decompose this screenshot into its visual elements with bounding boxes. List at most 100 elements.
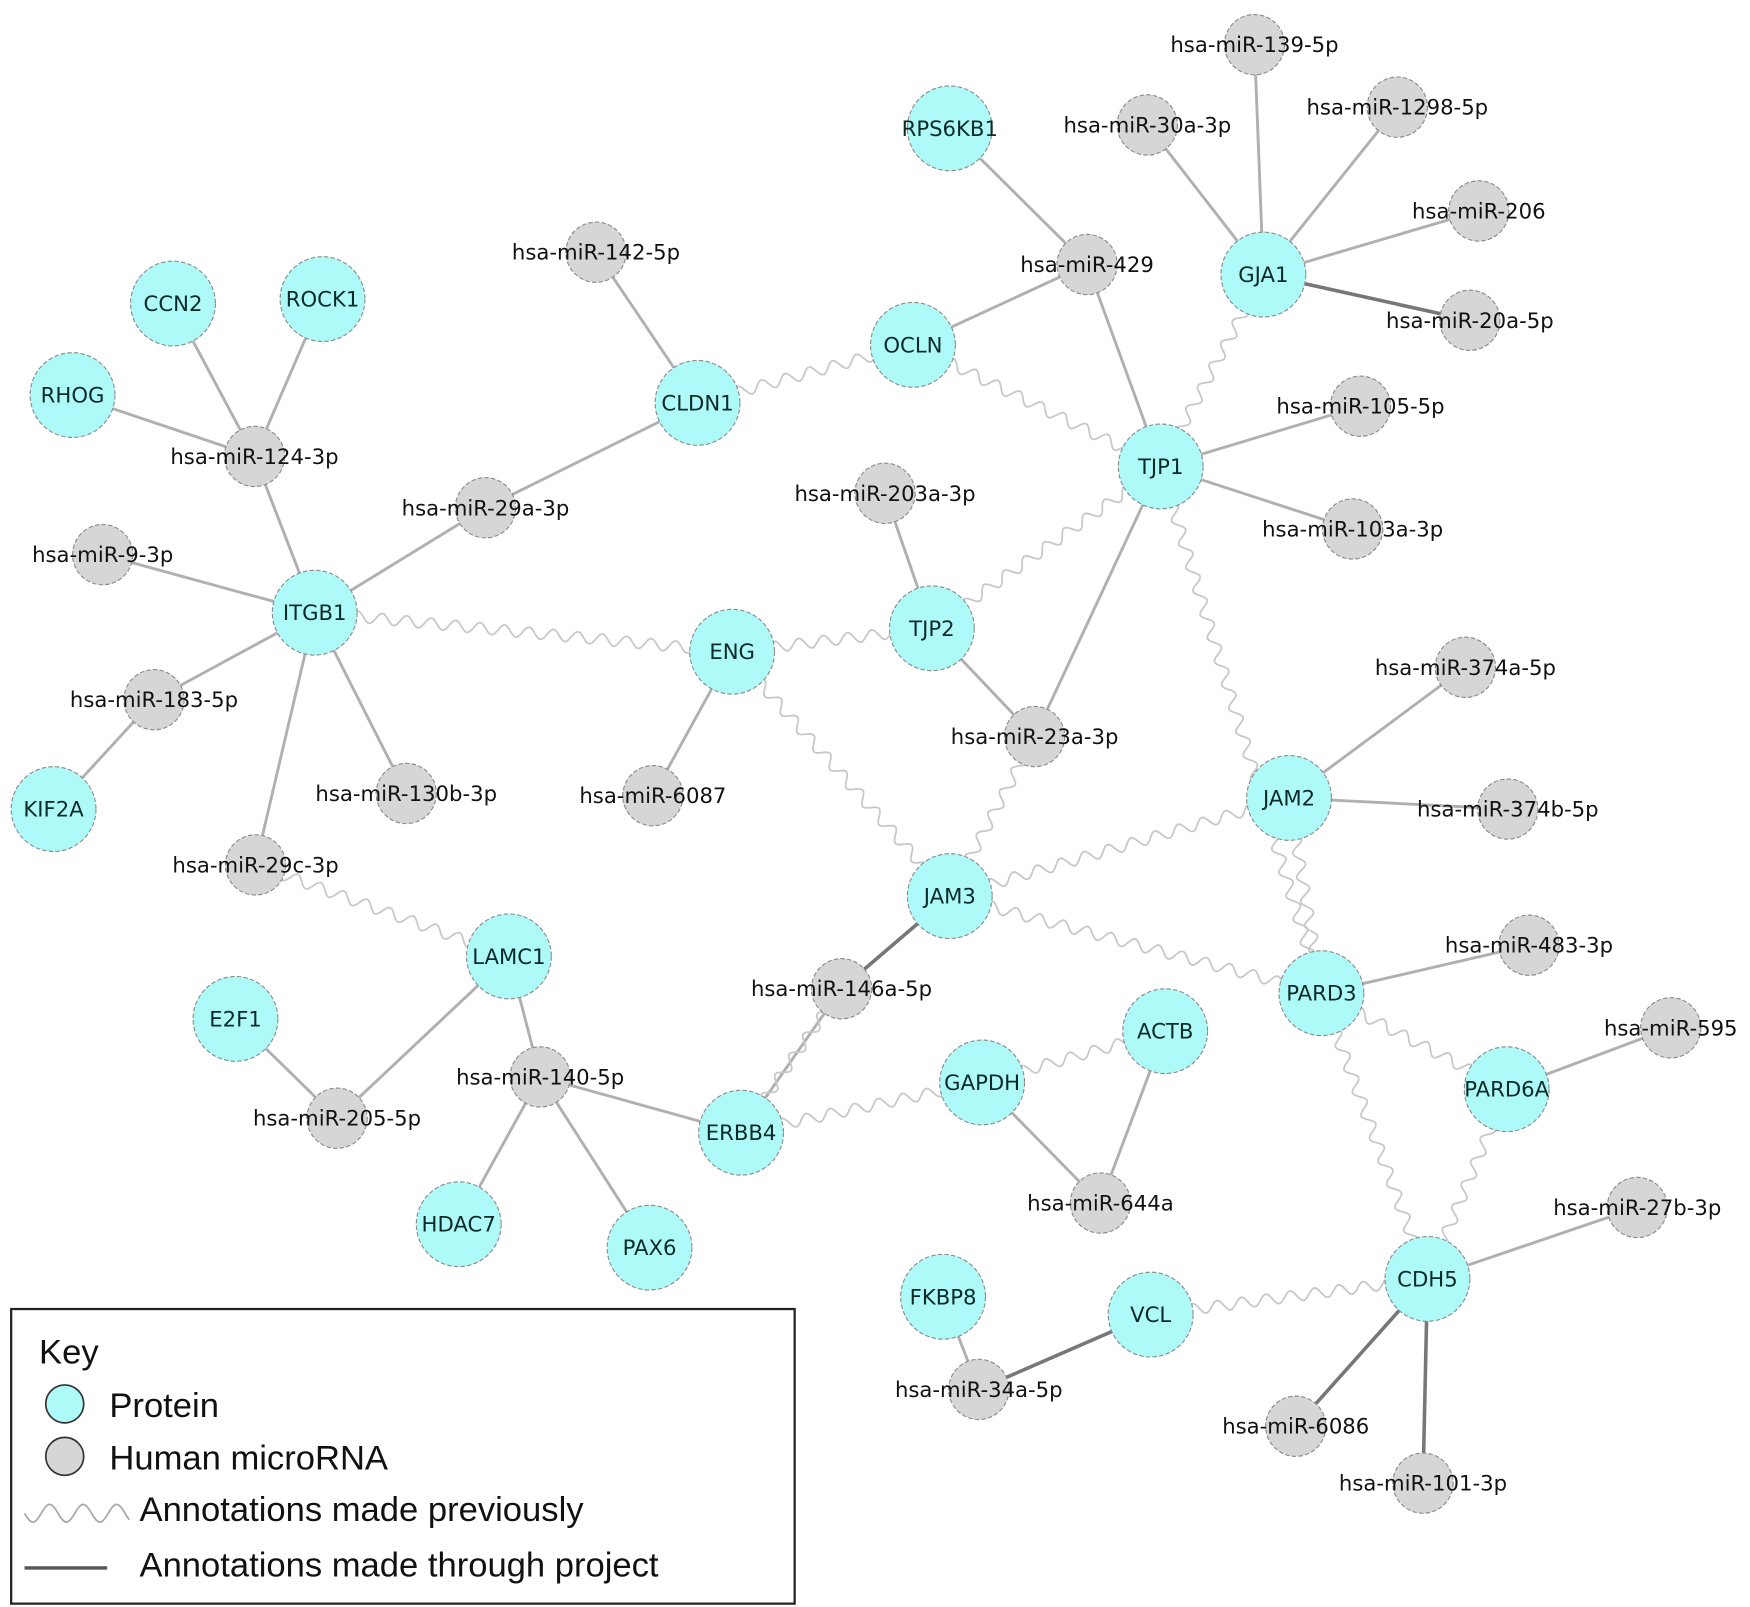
node-hsa-mir-101-3p[interactable]: hsa-miR-101-3p <box>1339 1452 1507 1514</box>
node-ocln[interactable]: OCLN <box>869 301 956 388</box>
node-hsa-mir-374b-5p[interactable]: hsa-miR-374b-5p <box>1417 778 1599 840</box>
node-ccn2[interactable]: CCN2 <box>130 260 216 347</box>
node-hsa-mir-139-5p[interactable]: hsa-miR-139-5p <box>1170 13 1339 76</box>
node-erbb4[interactable]: ERBB4 <box>698 1089 785 1176</box>
node-label: HDAC7 <box>422 1212 496 1237</box>
node-label: hsa-miR-6087 <box>579 783 726 808</box>
node-hdac7[interactable]: HDAC7 <box>415 1181 502 1268</box>
protein-node-circle <box>10 766 97 853</box>
node-gapdh[interactable]: GAPDH <box>939 1039 1026 1126</box>
node-hsa-mir-140-5p[interactable]: hsa-miR-140-5p <box>456 1046 624 1108</box>
edge-tjp1-hsa-mir-23a-3p <box>1033 465 1163 738</box>
protein-node-circle <box>1122 988 1209 1075</box>
node-label: hsa-miR-142-5p <box>512 240 680 265</box>
node-hsa-mir-105-5p[interactable]: hsa-miR-105-5p <box>1276 375 1445 437</box>
edge-itgb1-eng <box>313 607 732 657</box>
node-hsa-mir-27b-3p[interactable]: hsa-miR-27b-3p <box>1553 1176 1721 1239</box>
node-pard6a[interactable]: PARD6A <box>1463 1046 1550 1133</box>
node-lamc1[interactable]: LAMC1 <box>465 913 552 1000</box>
node-label: hsa-miR-9-3p <box>32 542 173 567</box>
node-cdh5[interactable]: CDH5 <box>1384 1235 1471 1322</box>
node-hsa-mir-374a-5p[interactable]: hsa-miR-374a-5p <box>1375 636 1556 699</box>
node-hsa-mir-1298-5p[interactable]: hsa-miR-1298-5p <box>1307 76 1489 138</box>
node-eng[interactable]: ENG <box>689 608 776 695</box>
edge-tjp1-pard3 <box>1156 465 1323 994</box>
node-hsa-mir-429[interactable]: hsa-miR-429 <box>1020 233 1154 296</box>
node-rhog[interactable]: RHOG <box>29 352 116 439</box>
legend-project: Annotations made through project <box>140 1547 659 1585</box>
node-tjp1[interactable]: TJP1 <box>1117 423 1204 510</box>
node-hsa-mir-595[interactable]: hsa-miR-595 <box>1604 997 1738 1059</box>
node-hsa-mir-124-3p[interactable]: hsa-miR-124-3p <box>170 425 339 488</box>
node-label: hsa-miR-124-3p <box>170 444 338 469</box>
node-jam3[interactable]: JAM3 <box>906 853 993 940</box>
mirna-node-circle <box>224 834 287 896</box>
node-label: KIF2A <box>23 797 84 822</box>
node-hsa-mir-29a-3p[interactable]: hsa-miR-29a-3p <box>402 477 570 539</box>
node-label: hsa-miR-146a-5p <box>751 976 932 1001</box>
mirna-node-circle <box>1321 498 1384 560</box>
node-hsa-mir-30a-3p[interactable]: hsa-miR-30a-3p <box>1063 94 1231 156</box>
node-label: hsa-miR-29c-3p <box>172 852 338 877</box>
protein-node-circle <box>888 585 975 672</box>
protein-node-circle <box>939 1039 1026 1126</box>
mirna-swatch-icon <box>44 1436 85 1477</box>
node-hsa-mir-6086[interactable]: hsa-miR-6086 <box>1222 1395 1369 1457</box>
edge-ocln-tjp1 <box>912 344 1158 471</box>
node-hsa-mir-20a-5p[interactable]: hsa-miR-20a-5p <box>1386 289 1554 351</box>
node-pard3[interactable]: PARD3 <box>1278 950 1365 1037</box>
mirna-node-circle <box>71 523 134 586</box>
node-rps6kb1[interactable]: RPS6KB1 <box>902 85 998 172</box>
node-label: CCN2 <box>144 291 203 316</box>
node-tjp2[interactable]: TJP2 <box>888 585 975 672</box>
node-vcl[interactable]: VCL <box>1107 1271 1194 1358</box>
protein-node-circle <box>1384 1235 1471 1322</box>
node-label: ROCK1 <box>286 287 360 312</box>
legend-mirna: Human microRNA <box>109 1440 388 1478</box>
node-label: CDH5 <box>1397 1266 1458 1291</box>
node-hsa-mir-146a-5p[interactable]: hsa-miR-146a-5p <box>751 958 932 1020</box>
mirna-node-circle <box>1640 997 1702 1059</box>
edge-jam3-jam2 <box>949 796 1291 901</box>
mirna-node-circle <box>1434 636 1497 699</box>
node-hsa-mir-34a-5p[interactable]: hsa-miR-34a-5p <box>895 1358 1063 1421</box>
mirna-node-circle <box>1329 375 1392 437</box>
node-pax6[interactable]: PAX6 <box>606 1204 693 1291</box>
node-actb[interactable]: ACTB <box>1122 988 1209 1075</box>
node-e2f1[interactable]: E2F1 <box>192 975 279 1062</box>
mirna-node-circle <box>1223 13 1286 76</box>
node-hsa-mir-203a-3p[interactable]: hsa-miR-203a-3p <box>794 462 976 524</box>
node-hsa-mir-23a-3p[interactable]: hsa-miR-23a-3p <box>951 705 1119 768</box>
node-itgb1[interactable]: ITGB1 <box>271 569 358 656</box>
node-hsa-mir-205-5p[interactable]: hsa-miR-205-5p <box>253 1087 421 1149</box>
protein-node-circle <box>900 1253 987 1340</box>
node-jam2[interactable]: JAM2 <box>1246 754 1333 841</box>
mirna-node-circle <box>306 1087 368 1149</box>
node-hsa-mir-142-5p[interactable]: hsa-miR-142-5p <box>512 221 680 283</box>
node-hsa-mir-29c-3p[interactable]: hsa-miR-29c-3p <box>172 834 339 896</box>
legend-protein: Protein <box>109 1387 219 1425</box>
node-hsa-mir-206[interactable]: hsa-miR-206 <box>1412 180 1546 242</box>
node-label: hsa-miR-139-5p <box>1170 32 1338 57</box>
node-hsa-mir-644a[interactable]: hsa-miR-644a <box>1027 1172 1174 1234</box>
protein-node-circle <box>689 608 776 695</box>
node-fkbp8[interactable]: FKBP8 <box>900 1253 987 1340</box>
node-label: E2F1 <box>209 1006 262 1031</box>
node-hsa-mir-183-5p[interactable]: hsa-miR-183-5p <box>70 669 238 731</box>
node-hsa-mir-483-3p[interactable]: hsa-miR-483-3p <box>1445 914 1613 976</box>
node-hsa-mir-130b-3p[interactable]: hsa-miR-130b-3p <box>315 762 497 825</box>
node-label: hsa-miR-206 <box>1412 198 1546 223</box>
node-cldn1[interactable]: CLDN1 <box>654 359 741 446</box>
node-hsa-mir-9-3p[interactable]: hsa-miR-9-3p <box>32 523 173 586</box>
node-rock1[interactable]: ROCK1 <box>279 256 366 343</box>
node-gja1[interactable]: GJA1 <box>1220 231 1307 318</box>
node-label: hsa-miR-34a-5p <box>895 1377 1063 1402</box>
protein-node-circle <box>869 301 956 388</box>
edge-pard3-cdh5 <box>1317 992 1429 1280</box>
protein-node-circle <box>1246 754 1333 841</box>
node-hsa-mir-103a-3p[interactable]: hsa-miR-103a-3p <box>1262 498 1443 560</box>
node-label: OCLN <box>883 332 942 357</box>
node-kif2a[interactable]: KIF2A <box>10 766 97 853</box>
mirna-node-circle <box>123 669 185 731</box>
node-hsa-mir-6087[interactable]: hsa-miR-6087 <box>579 764 726 827</box>
